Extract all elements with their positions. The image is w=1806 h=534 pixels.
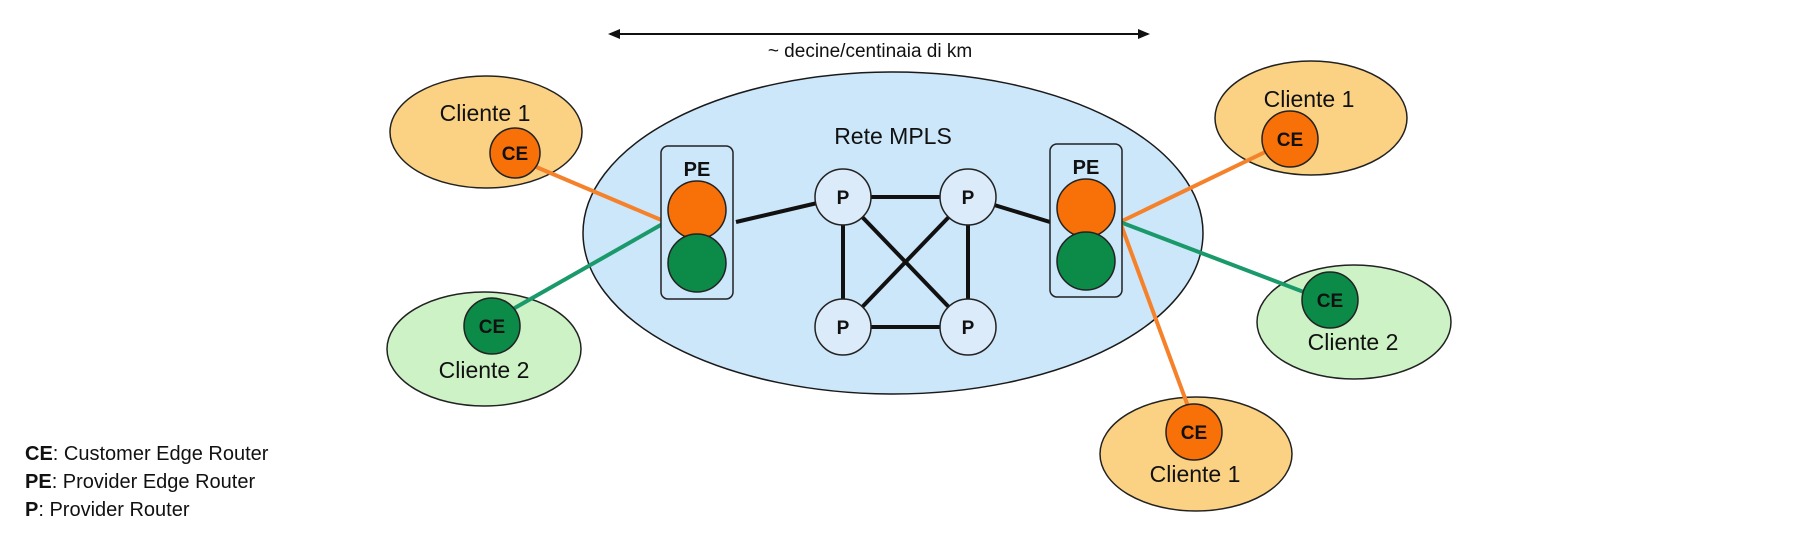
p-router-bottom-left — [814, 298, 872, 356]
client-right-middle-label: Cliente 2 — [1308, 329, 1399, 355]
ce-router-right-bottom — [1165, 403, 1223, 461]
ce-right-bottom-label: CE — [1181, 423, 1207, 444]
legend-abbr: PE — [25, 471, 52, 493]
ce-router-left-bottom — [463, 297, 521, 355]
ce-right-middle-label: CE — [1317, 291, 1343, 312]
ce-left-bottom-label: CE — [479, 317, 505, 338]
client-right-top-label: Cliente 1 — [1264, 86, 1355, 112]
client-left-bottom-label: Cliente 2 — [439, 357, 530, 383]
pe-left-orange-port — [667, 180, 727, 240]
legend-abbr: P — [25, 499, 39, 521]
mpls-network-area — [582, 71, 1204, 395]
distance-label: ~ decine/centinaia di km — [768, 41, 972, 62]
p-router-top-left-label: P — [837, 188, 850, 209]
p-router-top-right — [939, 168, 997, 226]
link-ce-left-bottom-pe — [505, 220, 667, 315]
ce-router-left-top — [489, 127, 541, 179]
client-left-top-label: Cliente 1 — [440, 100, 531, 126]
p-router-bottom-left-label: P — [837, 318, 850, 339]
pe-right-label: PE — [1073, 157, 1100, 179]
ce-router-right-middle — [1301, 271, 1359, 329]
pe-right-green-port — [1056, 231, 1116, 291]
pe-left-green-port — [667, 233, 727, 293]
legend-desc: : Provider Edge Router — [51, 471, 256, 493]
pe-left-label: PE — [684, 159, 711, 181]
ce-right-top-label: CE — [1277, 130, 1303, 151]
link-pe-right-ce-top — [1119, 138, 1291, 224]
ce-router-right-top — [1261, 110, 1319, 168]
legend-item-pe: PE: Provider Edge Router — [25, 468, 268, 496]
legend-item-p: P: Provider Router — [25, 496, 268, 524]
legend-item-ce: CE: Customer Edge Router — [25, 440, 268, 468]
p-router-bottom-right-label: P — [962, 318, 975, 339]
link-pe-right-ce-middle — [1119, 220, 1331, 304]
link-p-top-right-bottom-left — [841, 195, 970, 329]
pe-right-orange-port — [1056, 178, 1116, 238]
link-pe-right-ce-bottom — [1118, 221, 1198, 429]
legend-desc: : Customer Edge Router — [52, 443, 269, 465]
client-right-middle — [1256, 264, 1452, 380]
legend-desc: : Provider Router — [38, 499, 190, 521]
ce-left-top-label: CE — [502, 144, 528, 165]
legend-abbr: CE — [25, 443, 53, 465]
p-router-top-right-label: P — [962, 188, 975, 209]
client-left-top — [389, 75, 583, 189]
p-router-top-left — [814, 168, 872, 226]
client-right-bottom-label: Cliente 1 — [1150, 461, 1241, 487]
p-router-bottom-right — [939, 298, 997, 356]
link-ce-left-top-pe — [514, 156, 667, 224]
legend: CE: Customer Edge Router PE: Provider Ed… — [25, 440, 268, 524]
mpls-network-label: Rete MPLS — [834, 123, 952, 149]
